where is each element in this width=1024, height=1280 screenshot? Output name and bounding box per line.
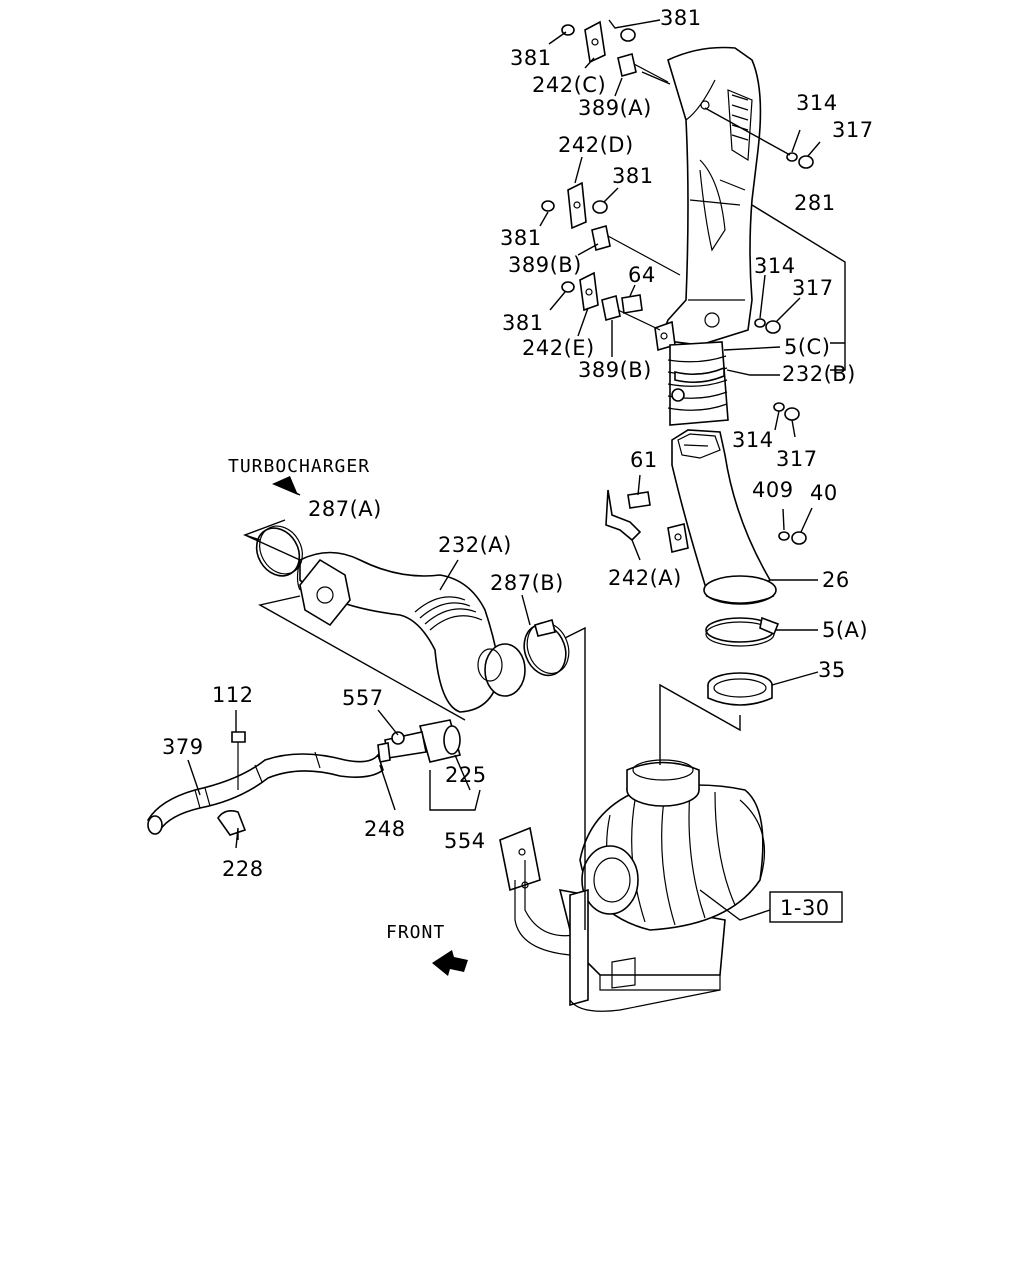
callout-232a[interactable]: 232(A): [438, 533, 512, 557]
callout-389b-a[interactable]: 389(B): [508, 253, 582, 277]
callout-281[interactable]: 281: [794, 191, 836, 215]
callout-317-mid[interactable]: 317: [792, 276, 834, 300]
callout-40[interactable]: 40: [810, 481, 838, 505]
nut-381-top-b[interactable]: [620, 28, 636, 42]
callout-232b[interactable]: 232(B): [782, 362, 856, 386]
caption-front: FRONT: [386, 922, 445, 943]
air-cleaner-assembly[interactable]: [499, 759, 766, 1012]
callout-248[interactable]: 248: [364, 817, 406, 841]
callout-314-mid[interactable]: 314: [754, 254, 796, 278]
callout-5a[interactable]: 5(A): [822, 618, 868, 642]
bolt-389b-b[interactable]: [601, 294, 661, 331]
reference-box-label: 1-30: [780, 896, 830, 920]
air-duct-281[interactable]: [654, 46, 762, 352]
bracket-242e[interactable]: [579, 271, 599, 312]
bellows-232b[interactable]: [667, 341, 729, 426]
callout-242c[interactable]: 242(C): [532, 73, 606, 97]
bolt-389a[interactable]: [617, 52, 669, 83]
callout-381-top-b[interactable]: 381: [660, 6, 702, 30]
callout-409[interactable]: 409: [752, 478, 794, 502]
callout-5c[interactable]: 5(C): [784, 335, 830, 359]
callout-389a[interactable]: 389(A): [578, 96, 652, 120]
callout-381-mid-a[interactable]: 381: [500, 226, 542, 250]
callout-225[interactable]: 225: [445, 763, 487, 787]
reference-box[interactable]: 1-30: [769, 891, 843, 923]
callout-554[interactable]: 554: [444, 829, 486, 853]
caption-turbocharger: TURBOCHARGER: [228, 456, 370, 477]
nut-317-mid[interactable]: [765, 320, 781, 334]
nut-381-low[interactable]: [561, 281, 575, 293]
callout-381-mid-b[interactable]: 381: [612, 164, 654, 188]
callout-242e[interactable]: 242(E): [522, 336, 595, 360]
clamp-5a[interactable]: [705, 616, 780, 647]
callout-381-top-a[interactable]: 381: [510, 46, 552, 70]
nut-381-mid-b[interactable]: [592, 200, 608, 214]
callout-314-top[interactable]: 314: [796, 91, 838, 115]
nut-317-top[interactable]: [798, 155, 814, 169]
elbow-duct-26[interactable]: [667, 429, 777, 605]
nut-381-mid-a[interactable]: [541, 200, 555, 212]
leader-lines: [187, 19, 846, 930]
arrow-up-left-icon: [272, 476, 301, 496]
callout-379[interactable]: 379: [162, 735, 204, 759]
callout-64[interactable]: 64: [628, 263, 656, 287]
callout-242a[interactable]: 242(A): [608, 566, 682, 590]
nut-317-low[interactable]: [784, 407, 800, 421]
callout-26[interactable]: 26: [822, 568, 850, 592]
bolt-389b-a[interactable]: [591, 224, 681, 276]
callout-287a[interactable]: 287(A): [308, 497, 382, 521]
washer-409[interactable]: [778, 531, 790, 541]
clamp-287b[interactable]: [517, 617, 575, 682]
bracket-242d[interactable]: [567, 181, 587, 230]
callout-35[interactable]: 35: [818, 658, 846, 682]
turbo-hose-232a[interactable]: [296, 551, 526, 713]
callout-381-low[interactable]: 381: [502, 311, 544, 335]
bolt-61[interactable]: [627, 491, 651, 509]
callout-61[interactable]: 61: [630, 448, 658, 472]
callout-317-top[interactable]: 317: [832, 118, 874, 142]
bolt-64[interactable]: [621, 294, 643, 314]
callout-389b-b[interactable]: 389(B): [578, 358, 652, 382]
callout-242d[interactable]: 242(D): [558, 133, 634, 157]
sensor-225[interactable]: [377, 719, 462, 763]
ring-35[interactable]: [707, 672, 773, 706]
callout-314-low[interactable]: 314: [732, 428, 774, 452]
callout-112[interactable]: 112: [212, 683, 254, 707]
callout-557[interactable]: 557: [342, 686, 384, 710]
callout-228[interactable]: 228: [222, 857, 264, 881]
clamp-287a[interactable]: [248, 518, 311, 583]
callout-317-low[interactable]: 317: [776, 447, 818, 471]
bracket-242c[interactable]: [584, 20, 606, 64]
arrow-down-left-icon: [432, 950, 468, 976]
callout-287b[interactable]: 287(B): [490, 571, 564, 595]
bracket-242a[interactable]: [605, 489, 642, 542]
washer-314-low[interactable]: [773, 402, 785, 412]
washer-314-mid[interactable]: [754, 318, 766, 328]
nut-40[interactable]: [791, 531, 807, 545]
